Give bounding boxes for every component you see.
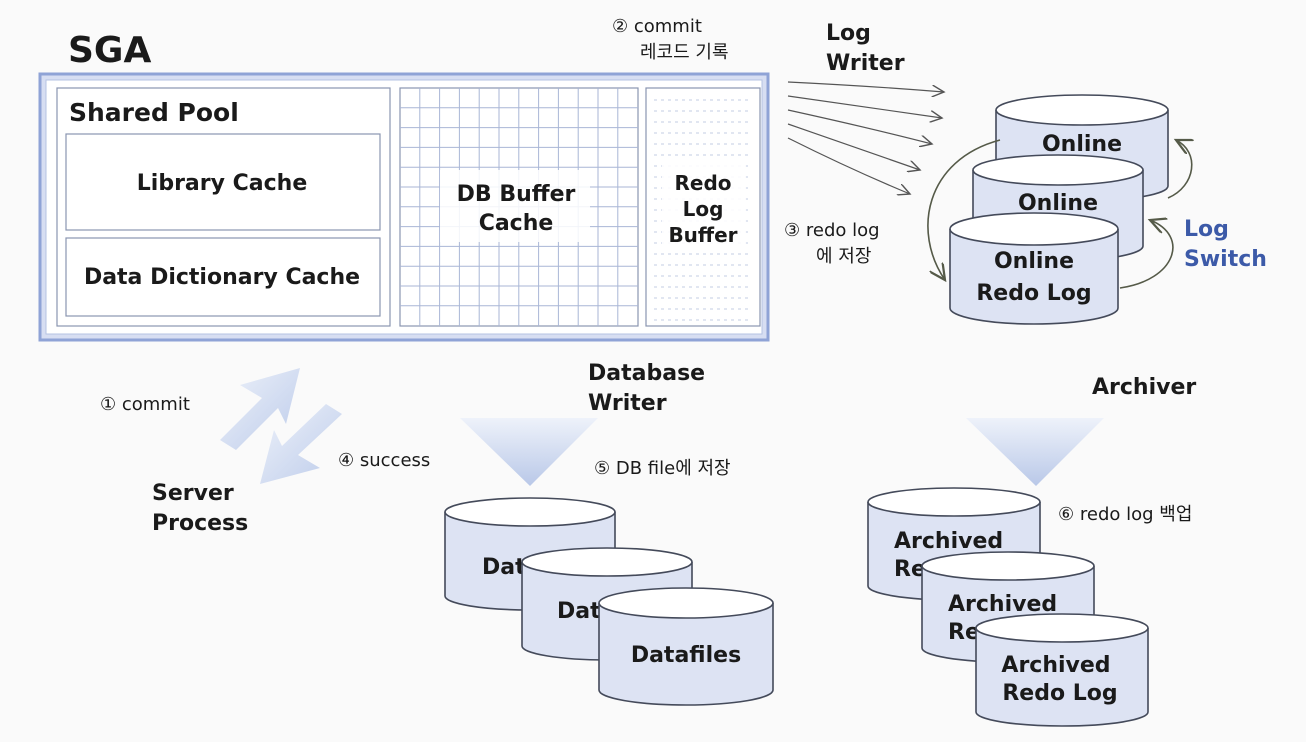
log-writer-label-line2: Writer (826, 51, 905, 76)
commit-arrow (220, 368, 300, 450)
library-cache-box (65, 133, 381, 231)
redo-log-buffer-label-line2: Log (683, 197, 724, 221)
success-arrow (260, 404, 342, 484)
database-writer-label-line2: Writer (588, 391, 667, 416)
datafiles-label: Datafiles (631, 643, 741, 668)
log-switch-label-line2: Switch (1184, 247, 1267, 272)
archived-redo-log-label-line1: Archived (1001, 653, 1110, 678)
archived-1-label-line1: Archived (894, 529, 1003, 554)
step1-label: ① commit (100, 394, 190, 415)
step2-label-line2: 레코드 기록 (640, 42, 729, 63)
data-dictionary-cache-box (65, 237, 381, 317)
archived-redo-log-label-line2: Redo Log (1002, 681, 1117, 706)
server-process-label-line2: Process (152, 511, 248, 536)
redo-log-buffer-label-line1: Redo (674, 171, 731, 195)
log-writer-label-line1: Log (826, 21, 871, 46)
step3-label-line2: 에 저장 (816, 246, 871, 267)
redo-log-buffer-label-line3: Buffer (668, 223, 737, 247)
datafile-2-partial-label: Dat (557, 599, 601, 624)
online-log-1-label: Online (1042, 132, 1122, 157)
data-dictionary-cache-label: Data Dictionary Cache (84, 265, 360, 290)
database-writer-arrow (460, 418, 598, 486)
log-switch-label-line1: Log (1184, 217, 1229, 242)
archived-1-label-line2: Re (894, 557, 926, 582)
server-process-label-line1: Server (152, 481, 234, 506)
datafile-1-partial-label: Dat (482, 555, 526, 580)
archived-2-label-line1: Archived (948, 592, 1057, 617)
online-redo-log-label-line2: Redo Log (976, 281, 1091, 306)
database-writer-label-line1: Database (588, 361, 705, 386)
db-buffer-cache: DB Buffer Cache (399, 87, 639, 327)
archived-redo-log-cylinder: Archived Redo Log (975, 613, 1149, 727)
archiver-label: Archiver (1092, 375, 1196, 400)
log-writer-arrows (787, 81, 944, 194)
online-redo-log: Online Redo Log (949, 212, 1119, 325)
db-buffer-cache-label-line2: Cache (479, 211, 554, 236)
db-buffer-cache-label-line1: DB Buffer (457, 182, 576, 207)
archiver-arrow (966, 418, 1104, 486)
sga-title: SGA (68, 30, 151, 71)
online-log-2-label: Online (1018, 191, 1098, 216)
online-redo-log-label-line1: Online (994, 249, 1074, 274)
archived-2-label-line2: Re (948, 620, 980, 645)
step4-label: ④ success (338, 450, 430, 471)
step6-label: ⑥ redo log 백업 (1058, 504, 1192, 525)
shared-pool-label: Shared Pool (69, 98, 239, 127)
log-switch-arrows (927, 140, 1192, 289)
library-cache-label: Library Cache (137, 171, 307, 196)
step3-label-line1: ③ redo log (784, 220, 880, 241)
shared-pool: Shared Pool Library Cache Data Dictionar… (56, 87, 391, 327)
datafile-cylinder-3: Datafiles (598, 587, 774, 706)
redo-log-buffer: Redo Log Buffer (645, 87, 761, 327)
step2-label-line1: ② commit (612, 16, 702, 37)
step5-label: ⑤ DB file에 저장 (594, 458, 731, 479)
